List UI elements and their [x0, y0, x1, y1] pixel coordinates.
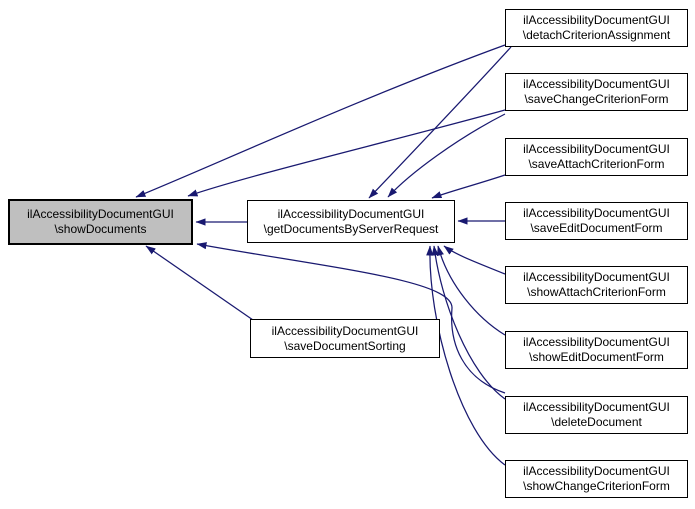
edge-saveDocumentSorting-to-showDocuments [145, 245, 254, 321]
node-label-line: ilAccessibilityDocumentGUI [523, 464, 670, 478]
edge-saveAttachCriterionForm-to-getDocumentsByServerRequest [431, 174, 506, 199]
graph-node-showAttachCriterionForm[interactable]: ilAccessibilityDocumentGUI\showAttachCri… [505, 266, 688, 304]
node-label-line: ilAccessibilityDocumentGUI [523, 142, 670, 156]
node-label-line: \saveEditDocumentForm [530, 221, 663, 235]
graph-node-detachCriterionAssignment[interactable]: ilAccessibilityDocumentGUI\detachCriteri… [505, 9, 688, 47]
node-label-line: ilAccessibilityDocumentGUI [523, 335, 670, 349]
graph-node-saveAttachCriterionForm[interactable]: ilAccessibilityDocumentGUI\saveAttachCri… [505, 138, 688, 176]
graph-node-saveEditDocumentForm[interactable]: ilAccessibilityDocumentGUI\saveEditDocum… [505, 202, 688, 240]
node-label-line: ilAccessibilityDocumentGUI [27, 207, 174, 221]
graph-node-showDocuments[interactable]: ilAccessibilityDocumentGUI\showDocuments [8, 199, 193, 245]
edge-showEditDocumentForm-to-getDocumentsByServerRequest [436, 245, 506, 336]
node-label-line: \saveAttachCriterionForm [528, 157, 665, 171]
graph-node-showEditDocumentForm[interactable]: ilAccessibilityDocumentGUI\showEditDocum… [505, 331, 688, 369]
graph-node-saveChangeCriterionForm[interactable]: ilAccessibilityDocumentGUI\saveChangeCri… [505, 73, 688, 111]
node-label-line: \saveChangeCriterionForm [524, 92, 669, 106]
node-label-line: \deleteDocument [551, 415, 642, 429]
node-label-line: \getDocumentsByServerRequest [263, 221, 439, 236]
node-label-line: ilAccessibilityDocumentGUI [271, 323, 419, 338]
node-label-line: \showChangeCriterionForm [523, 479, 670, 493]
graph-node-deleteDocument[interactable]: ilAccessibilityDocumentGUI\deleteDocumen… [505, 396, 688, 434]
edge-deleteDocument-to-showDocuments [196, 242, 506, 394]
edge-detachCriterionAssignment-to-showDocuments [135, 44, 506, 198]
node-label-line: \showDocuments [54, 222, 147, 236]
node-label-line: ilAccessibilityDocumentGUI [277, 206, 425, 221]
edge-saveChangeCriterionForm-to-showDocuments [187, 109, 506, 197]
node-label-line: \detachCriterionAssignment [522, 28, 671, 42]
graph-node-saveDocumentSorting[interactable]: ilAccessibilityDocumentGUI\saveDocumentS… [250, 319, 440, 358]
edge-saveChangeCriterionForm-to-getDocumentsByServerRequest [387, 113, 506, 198]
node-label-line: ilAccessibilityDocumentGUI [523, 13, 670, 27]
graph-node-showChangeCriterionForm[interactable]: ilAccessibilityDocumentGUI\showChangeCri… [505, 460, 688, 498]
node-label-line: \showAttachCriterionForm [527, 285, 666, 299]
edge-showAttachCriterionForm-to-getDocumentsByServerRequest [443, 245, 506, 275]
edge-showChangeCriterionForm-to-getDocumentsByServerRequest [426, 245, 506, 466]
edge-group [135, 44, 512, 466]
node-label-line: ilAccessibilityDocumentGUI [523, 400, 670, 414]
node-label-line: ilAccessibilityDocumentGUI [523, 77, 670, 91]
node-label-line: \saveDocumentSorting [284, 338, 406, 353]
edge-deleteDocument-to-getDocumentsByServerRequest [431, 245, 506, 400]
node-label-line: ilAccessibilityDocumentGUI [523, 270, 670, 284]
node-label-line: ilAccessibilityDocumentGUI [523, 206, 670, 220]
graph-node-getDocumentsByServerRequest[interactable]: ilAccessibilityDocumentGUI\getDocumentsB… [247, 200, 455, 243]
edge-detachCriterionAssignment-to-getDocumentsByServerRequest [368, 46, 512, 199]
node-label-line: \showEditDocumentForm [529, 350, 664, 364]
